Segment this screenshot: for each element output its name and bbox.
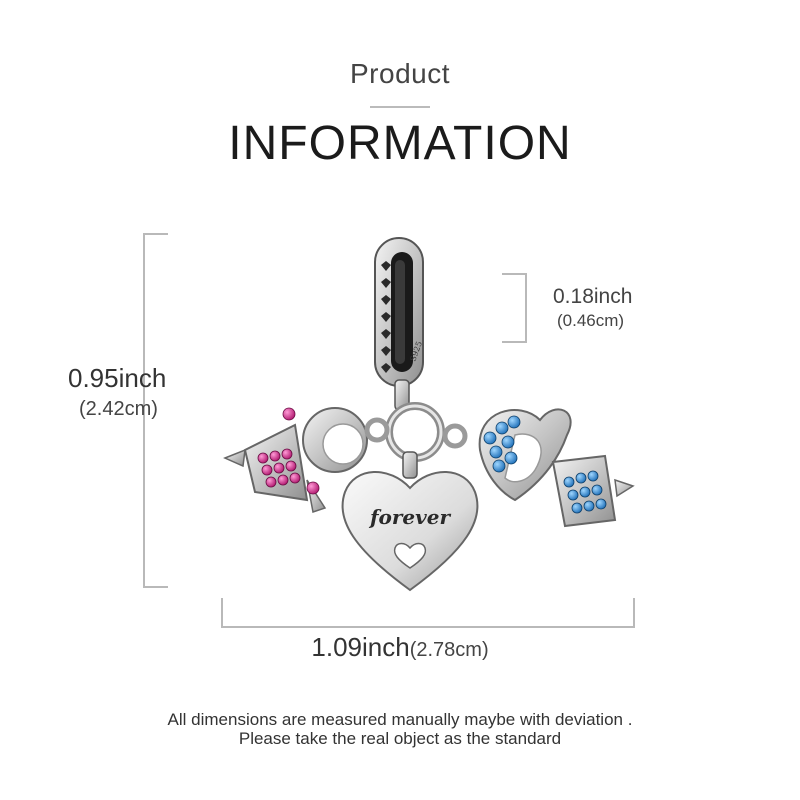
boy-figure xyxy=(478,408,635,528)
width-bracket-horizontal xyxy=(221,626,635,628)
height-bracket-top xyxy=(143,233,168,235)
width-cm-label: (2.78cm) xyxy=(409,639,489,661)
height-inch-label: 0.95inch xyxy=(68,363,167,393)
footer-note-line1: All dimensions are measured manually may… xyxy=(167,710,633,729)
header-divider xyxy=(370,106,430,108)
header-kicker: Product xyxy=(350,58,450,89)
bail-bracket-bottom xyxy=(502,341,527,343)
product-illustration: S925 xyxy=(223,237,635,592)
heart-charm: forever xyxy=(341,451,479,592)
footer-note-line2: Please take the real object as the stand… xyxy=(238,729,562,748)
bail-inch-label: 0.18inch xyxy=(553,285,633,308)
width-label: 1.09inch(2.78cm) xyxy=(0,632,800,663)
width-bracket-right xyxy=(633,598,635,628)
width-inch-label: 1.09inch xyxy=(311,632,410,662)
bail-bracket-vertical xyxy=(525,273,527,343)
bail-cm-label: (0.46cm) xyxy=(557,311,625,330)
heart-engraving: forever xyxy=(368,505,452,529)
bail-bead: S925 xyxy=(374,237,424,387)
width-bracket-left xyxy=(221,598,223,628)
bail-bracket-top xyxy=(502,273,527,275)
page-title: INFORMATION xyxy=(228,117,572,170)
girl-figure xyxy=(223,407,368,513)
height-bracket-vertical xyxy=(143,233,145,588)
height-bracket-bottom xyxy=(143,586,168,588)
height-cm-label: (2.42cm) xyxy=(79,398,158,420)
